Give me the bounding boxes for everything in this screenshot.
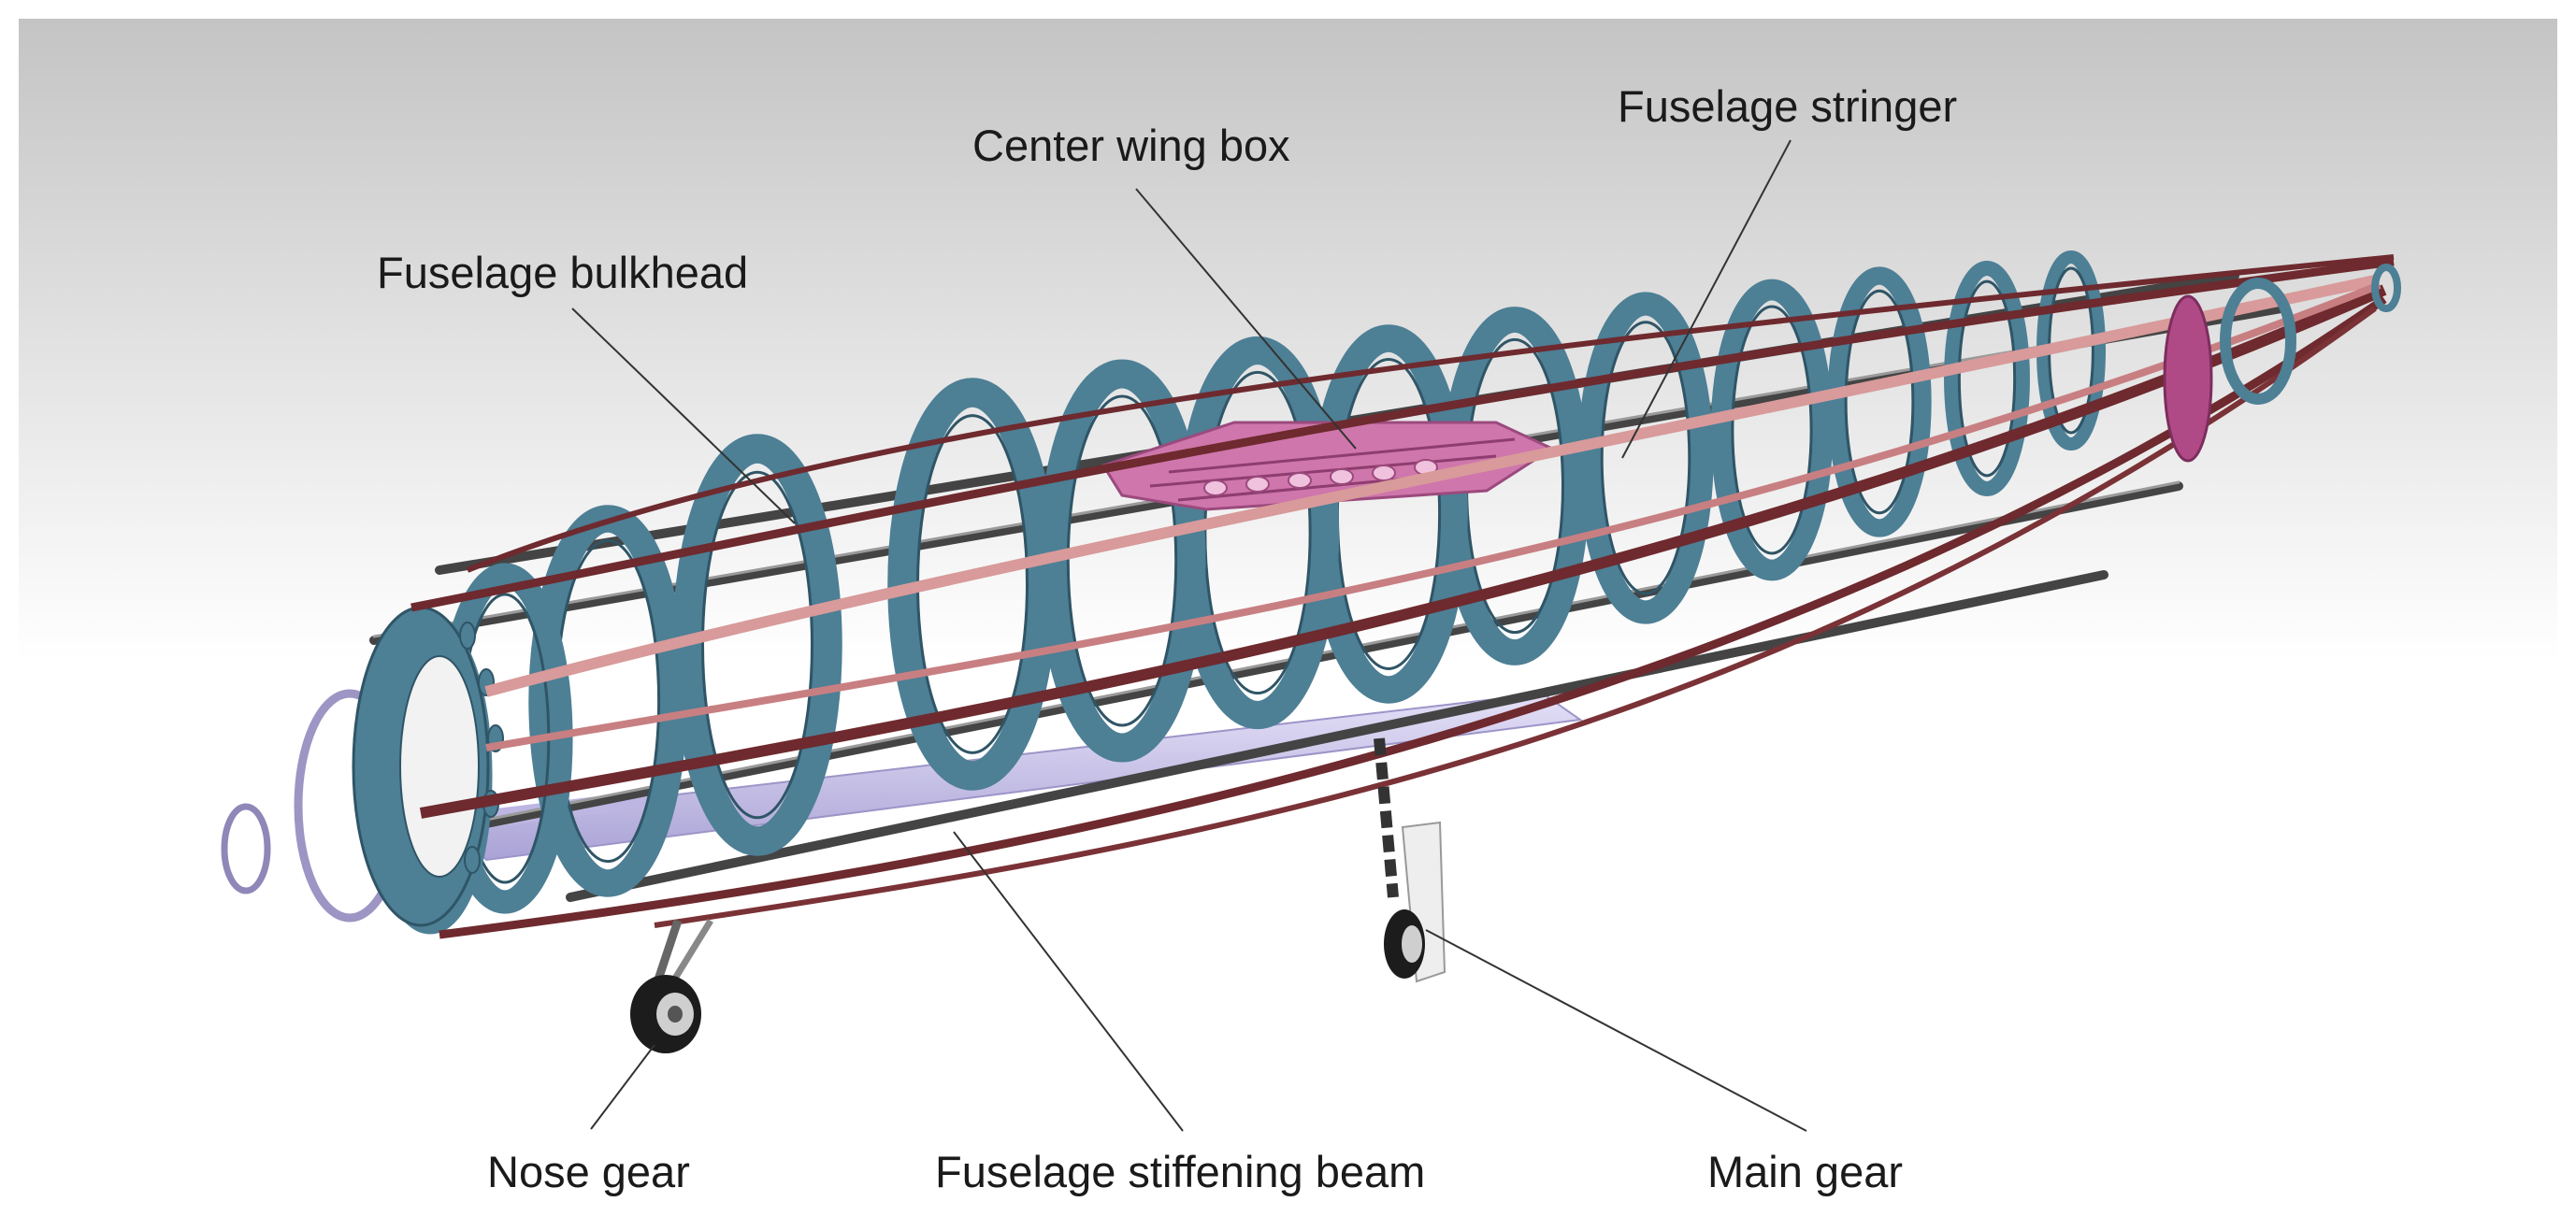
label-nose-gear: Nose gear xyxy=(487,1147,690,1196)
stringer-top xyxy=(410,257,2395,612)
leader-fuselage-stringer xyxy=(1621,139,1792,459)
stringer-light-mid xyxy=(485,281,2382,751)
bulkhead-inner-edge xyxy=(1957,279,2017,478)
bulkhead-frame xyxy=(1710,279,1834,581)
nose-gear xyxy=(630,919,713,1053)
bulkhead-inner-edge xyxy=(701,470,813,820)
fuselage-stringers xyxy=(410,254,2395,939)
label-center-wing-box: Center wing box xyxy=(972,121,1290,170)
bulkhead-inner-edge xyxy=(1600,321,1691,595)
bulkhead-frame xyxy=(1944,261,2030,496)
bulkhead-frame xyxy=(1577,292,1714,624)
bulkhead-inner-edge xyxy=(1066,394,1178,727)
bulkhead-inner-edge xyxy=(1731,305,1813,555)
stringer-bottom-lower xyxy=(654,306,2377,928)
stringer-light-upper xyxy=(484,275,2377,697)
front-bulkhead xyxy=(352,606,504,927)
bulkhead-frame xyxy=(887,378,1058,791)
label-fuselage-stiffening-beam: Fuselage stiffening beam xyxy=(935,1147,1426,1196)
stringer-top-upper xyxy=(466,254,2395,573)
bulkhead-inner-edge xyxy=(1203,370,1312,695)
tail-end-ring xyxy=(2371,264,2401,312)
leader-fuselage-stiffening-beam xyxy=(953,831,1184,1132)
main-gear xyxy=(1374,737,1446,983)
leader-lines xyxy=(571,139,1807,1132)
label-main-gear: Main gear xyxy=(1707,1147,1903,1196)
leader-nose-gear xyxy=(590,1044,655,1130)
tail-ring xyxy=(2220,278,2296,405)
leader-center-wing-box xyxy=(1135,188,1357,450)
label-fuselage-bulkhead: Fuselage bulkhead xyxy=(377,248,749,297)
tail-bulkhead xyxy=(2163,294,2213,463)
bulkhead-inner-edge xyxy=(1844,289,1915,515)
leader-fuselage-bulkhead xyxy=(571,308,796,524)
stringer-mid xyxy=(419,284,2387,819)
label-fuselage-stringer: Fuselage stringer xyxy=(1618,81,1958,131)
bulkhead-frame xyxy=(1827,266,1932,537)
nose-ring-small xyxy=(221,803,271,894)
leader-main-gear xyxy=(1425,929,1807,1132)
stringer-bottom xyxy=(439,295,2387,939)
